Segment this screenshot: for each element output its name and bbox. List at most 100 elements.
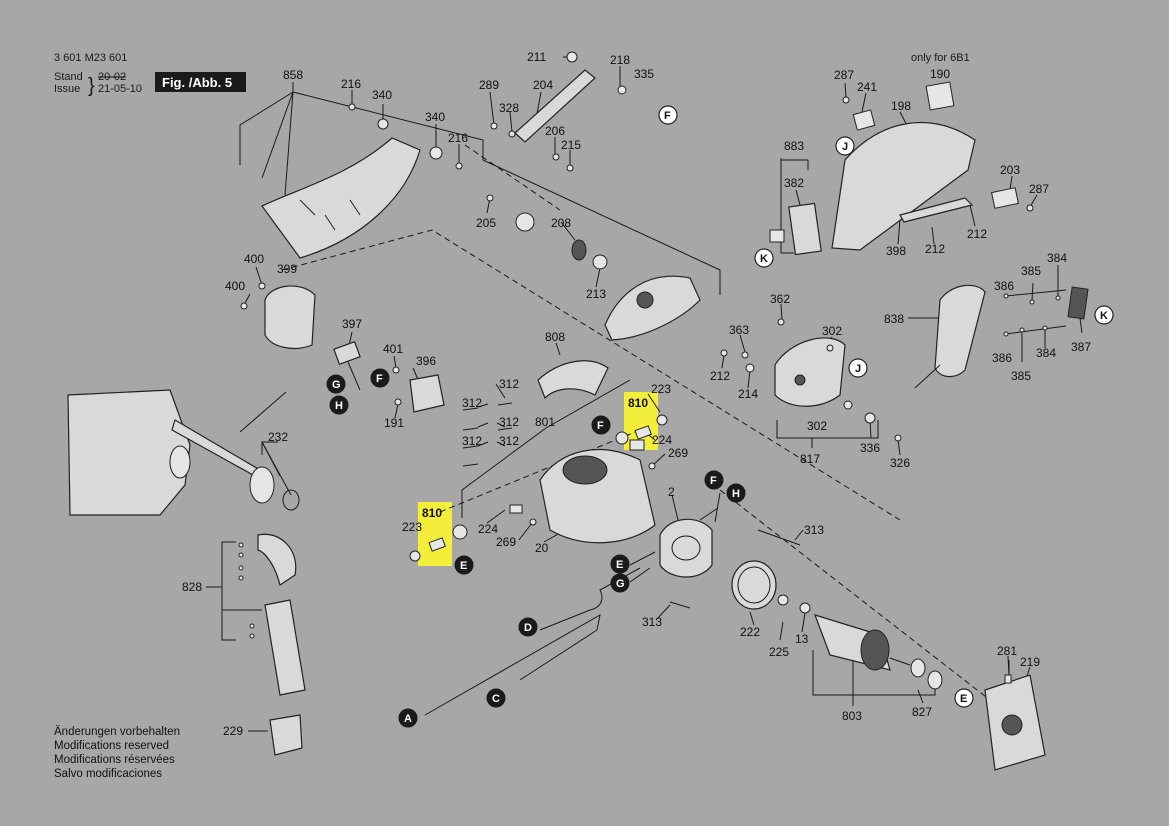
part-label: 212 <box>925 242 945 256</box>
carbon-brush-upper <box>634 425 652 440</box>
part-label: 289 <box>479 78 499 92</box>
ref-letter: J <box>855 363 861 375</box>
part-labels: 858 216 340 340 216 400 399 400 211 218 … <box>182 50 1091 738</box>
part-label: 216 <box>341 77 361 91</box>
part-label: 204 <box>533 78 553 92</box>
part-label: 232 <box>268 430 288 444</box>
brush-holder-224-lower <box>509 504 523 514</box>
ref-letter: J <box>842 141 848 153</box>
brush-ring-223-upper <box>656 414 668 426</box>
part-label: 399 <box>277 262 297 276</box>
part-label: 335 <box>634 67 654 81</box>
part-label: 801 <box>535 415 555 429</box>
part-label: 302 <box>807 419 827 433</box>
field-coil <box>659 518 713 578</box>
ref-marker-f-motor <box>591 415 611 435</box>
part-label: 20 <box>535 541 549 555</box>
part-label: 362 <box>770 292 790 306</box>
part-label: 883 <box>784 139 804 153</box>
part-label: 287 <box>1029 182 1049 196</box>
part-label: 281 <box>997 644 1017 658</box>
part-label: 384 <box>1036 346 1056 360</box>
ref-letter: K <box>1100 310 1108 322</box>
part-shapes <box>67 51 1089 771</box>
brace-icon: } <box>88 75 95 97</box>
elbow-duct <box>257 533 297 586</box>
bearing-225 <box>777 594 789 606</box>
part-label: 224 <box>652 433 672 447</box>
figure-title: Fig. /Abb. 5 <box>162 75 232 90</box>
note-french: Modifications réservées <box>54 754 175 766</box>
washer-205 <box>515 212 535 232</box>
part-label: 858 <box>283 68 303 82</box>
part-label: 838 <box>884 312 904 326</box>
stand-date: 20-02 <box>98 71 126 83</box>
ref-marker-g-coil <box>610 573 630 593</box>
ref-letter: E <box>460 560 467 572</box>
lower-blade-guard <box>604 275 701 341</box>
chute-duct <box>264 599 306 696</box>
ref-letter: F <box>376 373 383 385</box>
part-label: 827 <box>912 705 932 719</box>
part-label: 386 <box>992 351 1012 365</box>
ref-marker-e-brush <box>454 555 474 575</box>
ref-marker-j-top <box>835 136 855 156</box>
part-label: 313 <box>804 523 824 537</box>
ref-marker-f-coil <box>704 470 724 490</box>
part-label: 287 <box>834 68 854 82</box>
ref-letter: G <box>332 379 341 391</box>
ref-letter: H <box>732 488 740 500</box>
note-german: Änderungen vorbehalten <box>54 726 180 738</box>
part-label: 312 <box>499 434 519 448</box>
part-label: 817 <box>800 452 820 466</box>
part-label: 396 <box>416 354 436 368</box>
ref-marker-f-left <box>370 368 390 388</box>
part-label: 222 <box>740 625 760 639</box>
part-label: 208 <box>551 216 571 230</box>
part-label: 313 <box>642 615 662 629</box>
cover-229 <box>269 714 303 756</box>
bearing-827 <box>910 658 926 678</box>
handle-838 <box>934 284 986 378</box>
ref-letter: F <box>710 475 717 487</box>
bearing-213 <box>592 254 608 270</box>
reference-markers: F J K K J G F H F F H E E G D C A <box>326 105 1114 728</box>
part-label: 203 <box>1000 163 1020 177</box>
ref-letter: E <box>960 693 967 705</box>
part-label: 385 <box>1011 369 1031 383</box>
part-203 <box>991 187 1019 209</box>
ref-marker-d <box>518 617 538 637</box>
part-label: 215 <box>561 138 581 152</box>
part-label: 400 <box>244 252 264 266</box>
part-label: 212 <box>710 369 730 383</box>
part-label: 302 <box>822 324 842 338</box>
ref-marker-g-left <box>326 374 346 394</box>
part-label: 312 <box>462 396 482 410</box>
bracket-399 <box>264 285 316 349</box>
part-label: 218 <box>610 53 630 67</box>
part-label: 397 <box>342 317 362 331</box>
ref-marker-a <box>398 708 418 728</box>
figure-title-box <box>155 72 246 92</box>
ref-marker-k-left <box>754 248 774 268</box>
brush-cap-lower <box>452 524 468 540</box>
guard-bolt-right <box>429 146 443 160</box>
part-label: 223 <box>402 520 422 534</box>
ref-letter: E <box>616 559 623 571</box>
guard-198 <box>831 121 976 251</box>
part-label: 241 <box>857 80 877 94</box>
part-label: 312 <box>462 434 482 448</box>
part-label: 340 <box>372 88 392 102</box>
brush-ring-223-lower <box>409 550 421 562</box>
fan-ring-222 <box>731 560 777 610</box>
part-label: 216 <box>448 131 468 145</box>
spring-208 <box>571 239 587 261</box>
part-label: 212 <box>967 227 987 241</box>
brush-holder-224-upper <box>629 439 645 451</box>
part-label: 828 <box>182 580 202 594</box>
part-label: 206 <box>545 124 565 138</box>
part-label: 190 <box>930 67 950 81</box>
ref-marker-h-left <box>329 395 349 415</box>
part-label: 223 <box>651 382 671 396</box>
note-spanish: Salvo modificaciones <box>54 768 162 780</box>
